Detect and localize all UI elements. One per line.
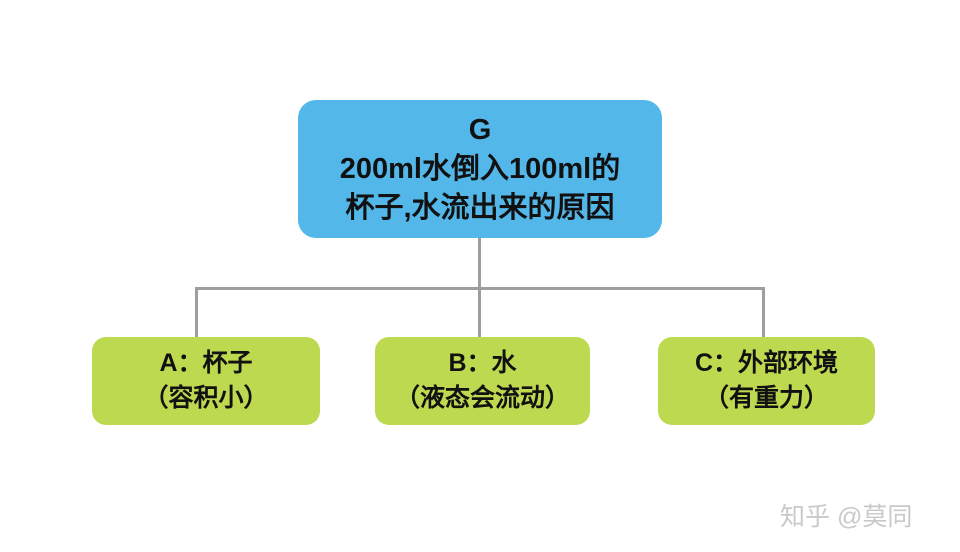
root-node-text-line2: 杯子,水流出来的原因 xyxy=(345,191,615,224)
connector-drop-c xyxy=(762,288,765,338)
child-node-b-label: B：水 xyxy=(448,349,517,377)
child-node-a-label: A：杯子 xyxy=(159,349,253,377)
child-node-a: A：杯子 （容积小） xyxy=(92,337,320,425)
connector-root-stem xyxy=(478,238,481,288)
child-node-b: B：水 （液态会流动） xyxy=(375,337,590,425)
root-node-text-line1: 200ml水倒入100ml的 xyxy=(339,152,621,185)
child-node-c: C：外部环境 （有重力） xyxy=(658,337,875,425)
root-node: G 200ml水倒入100ml的 杯子,水流出来的原因 xyxy=(298,100,662,238)
child-node-a-note: （容积小） xyxy=(143,384,269,412)
child-node-b-note: （液态会流动） xyxy=(394,384,570,412)
connector-drop-b xyxy=(478,288,481,338)
child-node-c-label: C：外部环境 xyxy=(694,349,839,377)
watermark-zhihu: 知乎 @莫同 xyxy=(780,503,913,531)
connector-drop-a xyxy=(195,288,198,338)
root-node-id: G xyxy=(468,113,492,146)
child-node-c-note: （有重力） xyxy=(703,384,829,412)
